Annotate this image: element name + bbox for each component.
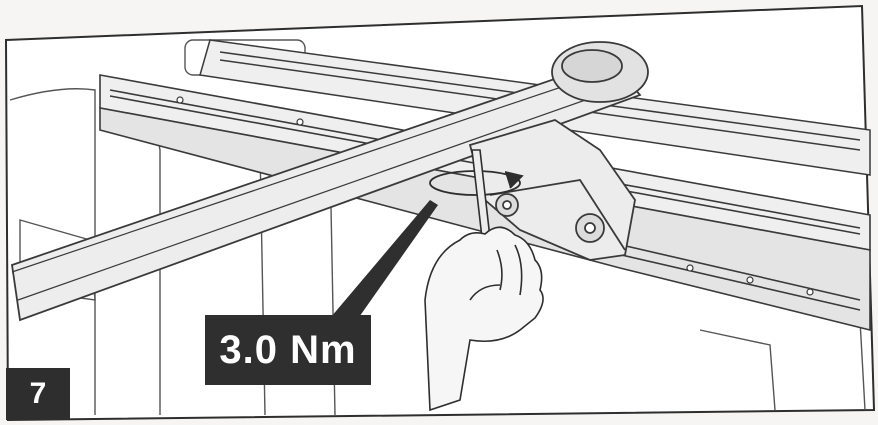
torque-value-label: 3.0 Nm (205, 315, 371, 385)
callout-pointer (320, 200, 438, 330)
hand (424, 226, 544, 412)
step-number-badge: 7 (6, 368, 70, 420)
crossbar (11, 41, 649, 322)
rack-foot (468, 119, 636, 261)
